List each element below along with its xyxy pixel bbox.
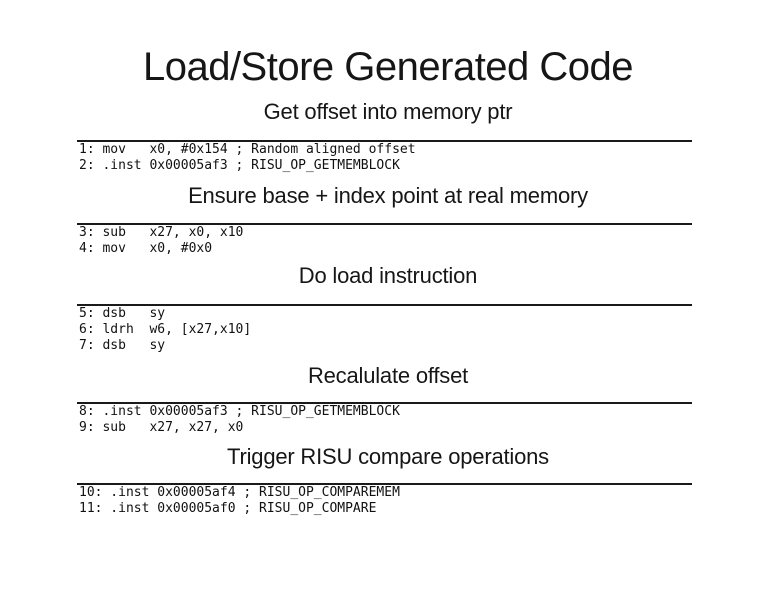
section-heading-do-load: Do load instruction <box>298 263 478 288</box>
section-heading-get-offset: Get offset into memory ptr <box>263 99 513 124</box>
code-block-do-load: 5: dsb sy 6: ldrh w6, [x27,x10] 7: dsb s… <box>77 304 692 354</box>
slide-title: Load/Store Generated Code <box>142 45 634 89</box>
section-heading-recalulate-offset: Recalulate offset <box>307 363 469 388</box>
code-block-ensure-base-index: 3: sub x27, x0, x10 4: mov x0, #0x0 <box>77 223 692 257</box>
section-heading-trigger-risu-compare: Trigger RISU compare operations <box>227 444 549 469</box>
section-heading-ensure-base-index: Ensure base + index point at real memory <box>188 183 588 208</box>
code-block-recalulate-offset: 8: .inst 0x00005af3 ; RISU_OP_GETMEMBLOC… <box>77 402 692 436</box>
code-block-trigger-risu-compare: 10: .inst 0x00005af4 ; RISU_OP_COMPAREME… <box>77 483 692 517</box>
code-block-get-offset: 1: mov x0, #0x154 ; Random aligned offse… <box>77 140 692 174</box>
